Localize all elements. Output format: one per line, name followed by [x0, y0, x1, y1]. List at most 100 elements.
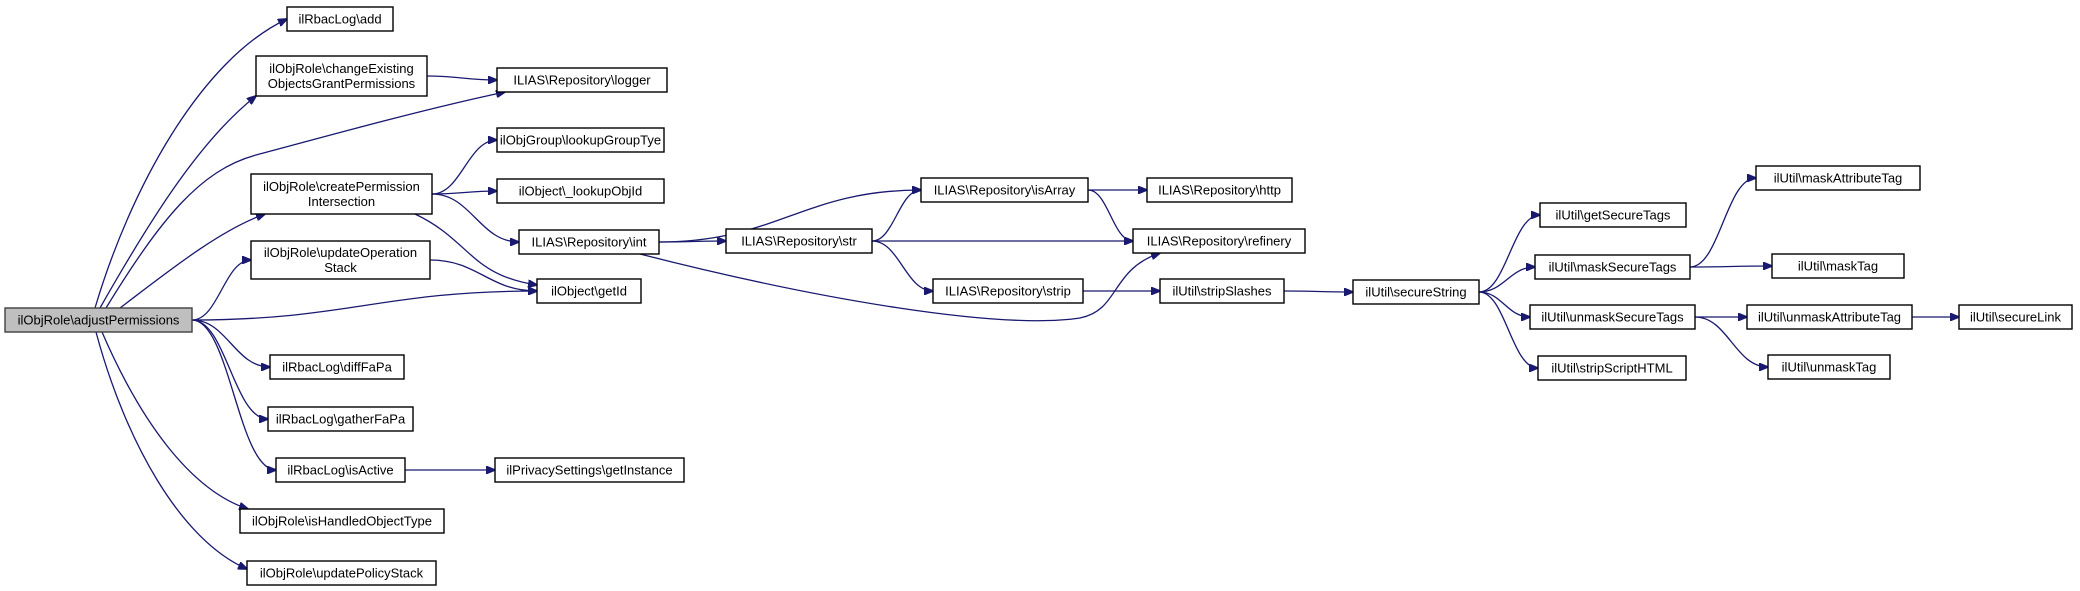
graph-node-n10[interactable]: ILIAS\Repository\http [1146, 177, 1293, 203]
graph-node-n28[interactable]: ilRbacLog\isActive [275, 457, 406, 483]
node-label: ilRbacLog\gatherFaPa [276, 412, 406, 427]
node-label: ilRbacLog\isActive [287, 463, 393, 478]
graph-node-n14[interactable]: ilUtil\stripSlashes [1159, 278, 1285, 304]
graph-node-n31[interactable]: ilObjRole\updatePolicyStack [246, 560, 437, 586]
node-box [932, 278, 1084, 304]
nodes-layer: ilObjRole\adjustPermissions ilRbacLog\add… [4, 6, 2073, 586]
graph-node-n15[interactable]: ilUtil\secureString [1352, 279, 1480, 305]
node-label: ilUtil\unmaskTag [1782, 360, 1877, 375]
node-label: ilPrivacySettings\getInstance [506, 463, 672, 478]
node-box [239, 508, 445, 534]
graph-node-n3[interactable]: ILIAS\Repository\logger [496, 67, 668, 93]
edge-n0-n8 [191, 291, 537, 321]
graph-node-n19[interactable]: ilUtil\maskTag [1771, 253, 1905, 279]
node-box [255, 55, 428, 97]
node-label: ilUtil\stripSlashes [1173, 284, 1272, 299]
graph-node-n6[interactable]: ilObject\_lookupObjId [496, 178, 665, 204]
graph-node-n18[interactable]: ilUtil\maskAttributeTag [1755, 165, 1921, 191]
graph-node-n21[interactable]: ilUtil\unmaskAttributeTag [1746, 304, 1913, 330]
node-label: ObjectsGrantPermissions [268, 76, 416, 91]
node-box [1767, 354, 1891, 380]
edge-n0-n30 [101, 331, 248, 509]
node-label: ilObjRole\changeExisting [269, 61, 414, 76]
node-box [250, 173, 433, 215]
node-label: ilUtil\maskAttributeTag [1774, 171, 1903, 186]
edge-n14-n15 [1283, 291, 1353, 292]
node-box [269, 354, 405, 380]
edge-n0-n28 [191, 319, 276, 470]
node-box [1755, 165, 1921, 191]
edge-n4-n8 [414, 213, 537, 285]
node-label: ilUtil\secureLink [1970, 310, 2062, 325]
node-label: ilObjRole\updateOperation [264, 245, 417, 260]
node-box [725, 228, 873, 254]
graph-node-n13[interactable]: ILIAS\Repository\strip [932, 278, 1084, 304]
node-label: ilObjGroup\lookupGroupTye [500, 133, 661, 148]
edge-n15-n24 [1478, 291, 1538, 368]
graph-node-n24[interactable]: ilUtil\stripScriptHTML [1537, 355, 1687, 381]
node-box [4, 307, 193, 333]
node-box [1534, 254, 1691, 280]
graph-node-n5[interactable]: ilObjGroup\lookupGroupTye [496, 127, 665, 153]
edge-n20-n23 [1694, 316, 1768, 367]
edge-n0-n25 [191, 260, 251, 321]
graph-node-n9[interactable]: ILIAS\Repository\isArray [920, 177, 1089, 203]
node-box [536, 278, 642, 304]
edge-n0-n4 [119, 214, 265, 309]
node-label: Stack [324, 260, 357, 275]
node-label: ilObjRole\isHandledObjectType [252, 514, 432, 529]
node-label: ILIAS\Repository\int [532, 235, 647, 250]
node-box [267, 406, 414, 432]
edge-n0-n27 [191, 319, 268, 419]
edge-n0-n26 [191, 319, 270, 367]
graph-node-n26[interactable]: ilRbacLog\diffFaPa [269, 354, 405, 380]
node-label: ilRbacLog\add [298, 12, 381, 27]
graph-node-n30[interactable]: ilObjRole\isHandledObjectType [239, 508, 445, 534]
node-box [518, 229, 660, 255]
edge-n17-n18 [1689, 178, 1756, 268]
node-box [496, 127, 665, 153]
graph-node-n20[interactable]: ilUtil\unmaskSecureTags [1529, 304, 1696, 330]
graph-node-n12[interactable]: ILIAS\Repository\str [725, 228, 873, 254]
node-box [1146, 177, 1293, 203]
graph-node-n11[interactable]: ILIAS\Repository\refinery [1132, 228, 1306, 254]
graph-node-n17[interactable]: ilUtil\maskSecureTags [1534, 254, 1691, 280]
graph-node-n27[interactable]: ilRbacLog\gatherFaPa [267, 406, 414, 432]
edge-n0-n2 [99, 96, 256, 309]
node-box [1537, 355, 1687, 381]
edge-n15-n17 [1478, 267, 1535, 293]
node-box [1132, 228, 1306, 254]
graph-node-n8[interactable]: ilObject\getId [536, 278, 642, 304]
edge-n4-n7 [431, 193, 519, 242]
graph-node-n7[interactable]: ILIAS\Repository\int [518, 229, 660, 255]
node-label: ilObjRole\createPermission [263, 179, 420, 194]
edge-n12-n9 [871, 190, 921, 242]
node-label: ilRbacLog\diffFaPa [282, 360, 392, 375]
node-box [496, 178, 665, 204]
edge-n15-n16 [1478, 215, 1540, 293]
node-box [1159, 278, 1285, 304]
node-box [1958, 304, 2073, 330]
graph-node-n29[interactable]: ilPrivacySettings\getInstance [494, 457, 685, 483]
graph-node-n22[interactable]: ilUtil\secureLink [1958, 304, 2073, 330]
node-box [494, 457, 685, 483]
graph-node-n23[interactable]: ilUtil\unmaskTag [1767, 354, 1891, 380]
node-box [1539, 202, 1687, 228]
node-box [246, 560, 437, 586]
node-label: ilUtil\maskSecureTags [1549, 260, 1677, 275]
node-label: ILIAS\Repository\logger [513, 73, 651, 88]
graph-node-n1[interactable]: ilRbacLog\add [286, 6, 394, 32]
edge-n7-n11 [639, 253, 1160, 322]
edge-n7-n9 [658, 190, 921, 243]
node-label: ilObjRole\updatePolicyStack [260, 566, 424, 581]
graph-node-n0[interactable]: ilObjRole\adjustPermissions [4, 307, 193, 333]
graph-node-n16[interactable]: ilUtil\getSecureTags [1539, 202, 1687, 228]
edge-n0-n1 [94, 19, 287, 309]
graph-node-n2[interactable]: ilObjRole\changeExistingObjectsGrantPerm… [255, 55, 428, 97]
node-box [275, 457, 406, 483]
edge-n4-n6 [431, 191, 497, 194]
node-label: ilUtil\secureString [1365, 285, 1466, 300]
